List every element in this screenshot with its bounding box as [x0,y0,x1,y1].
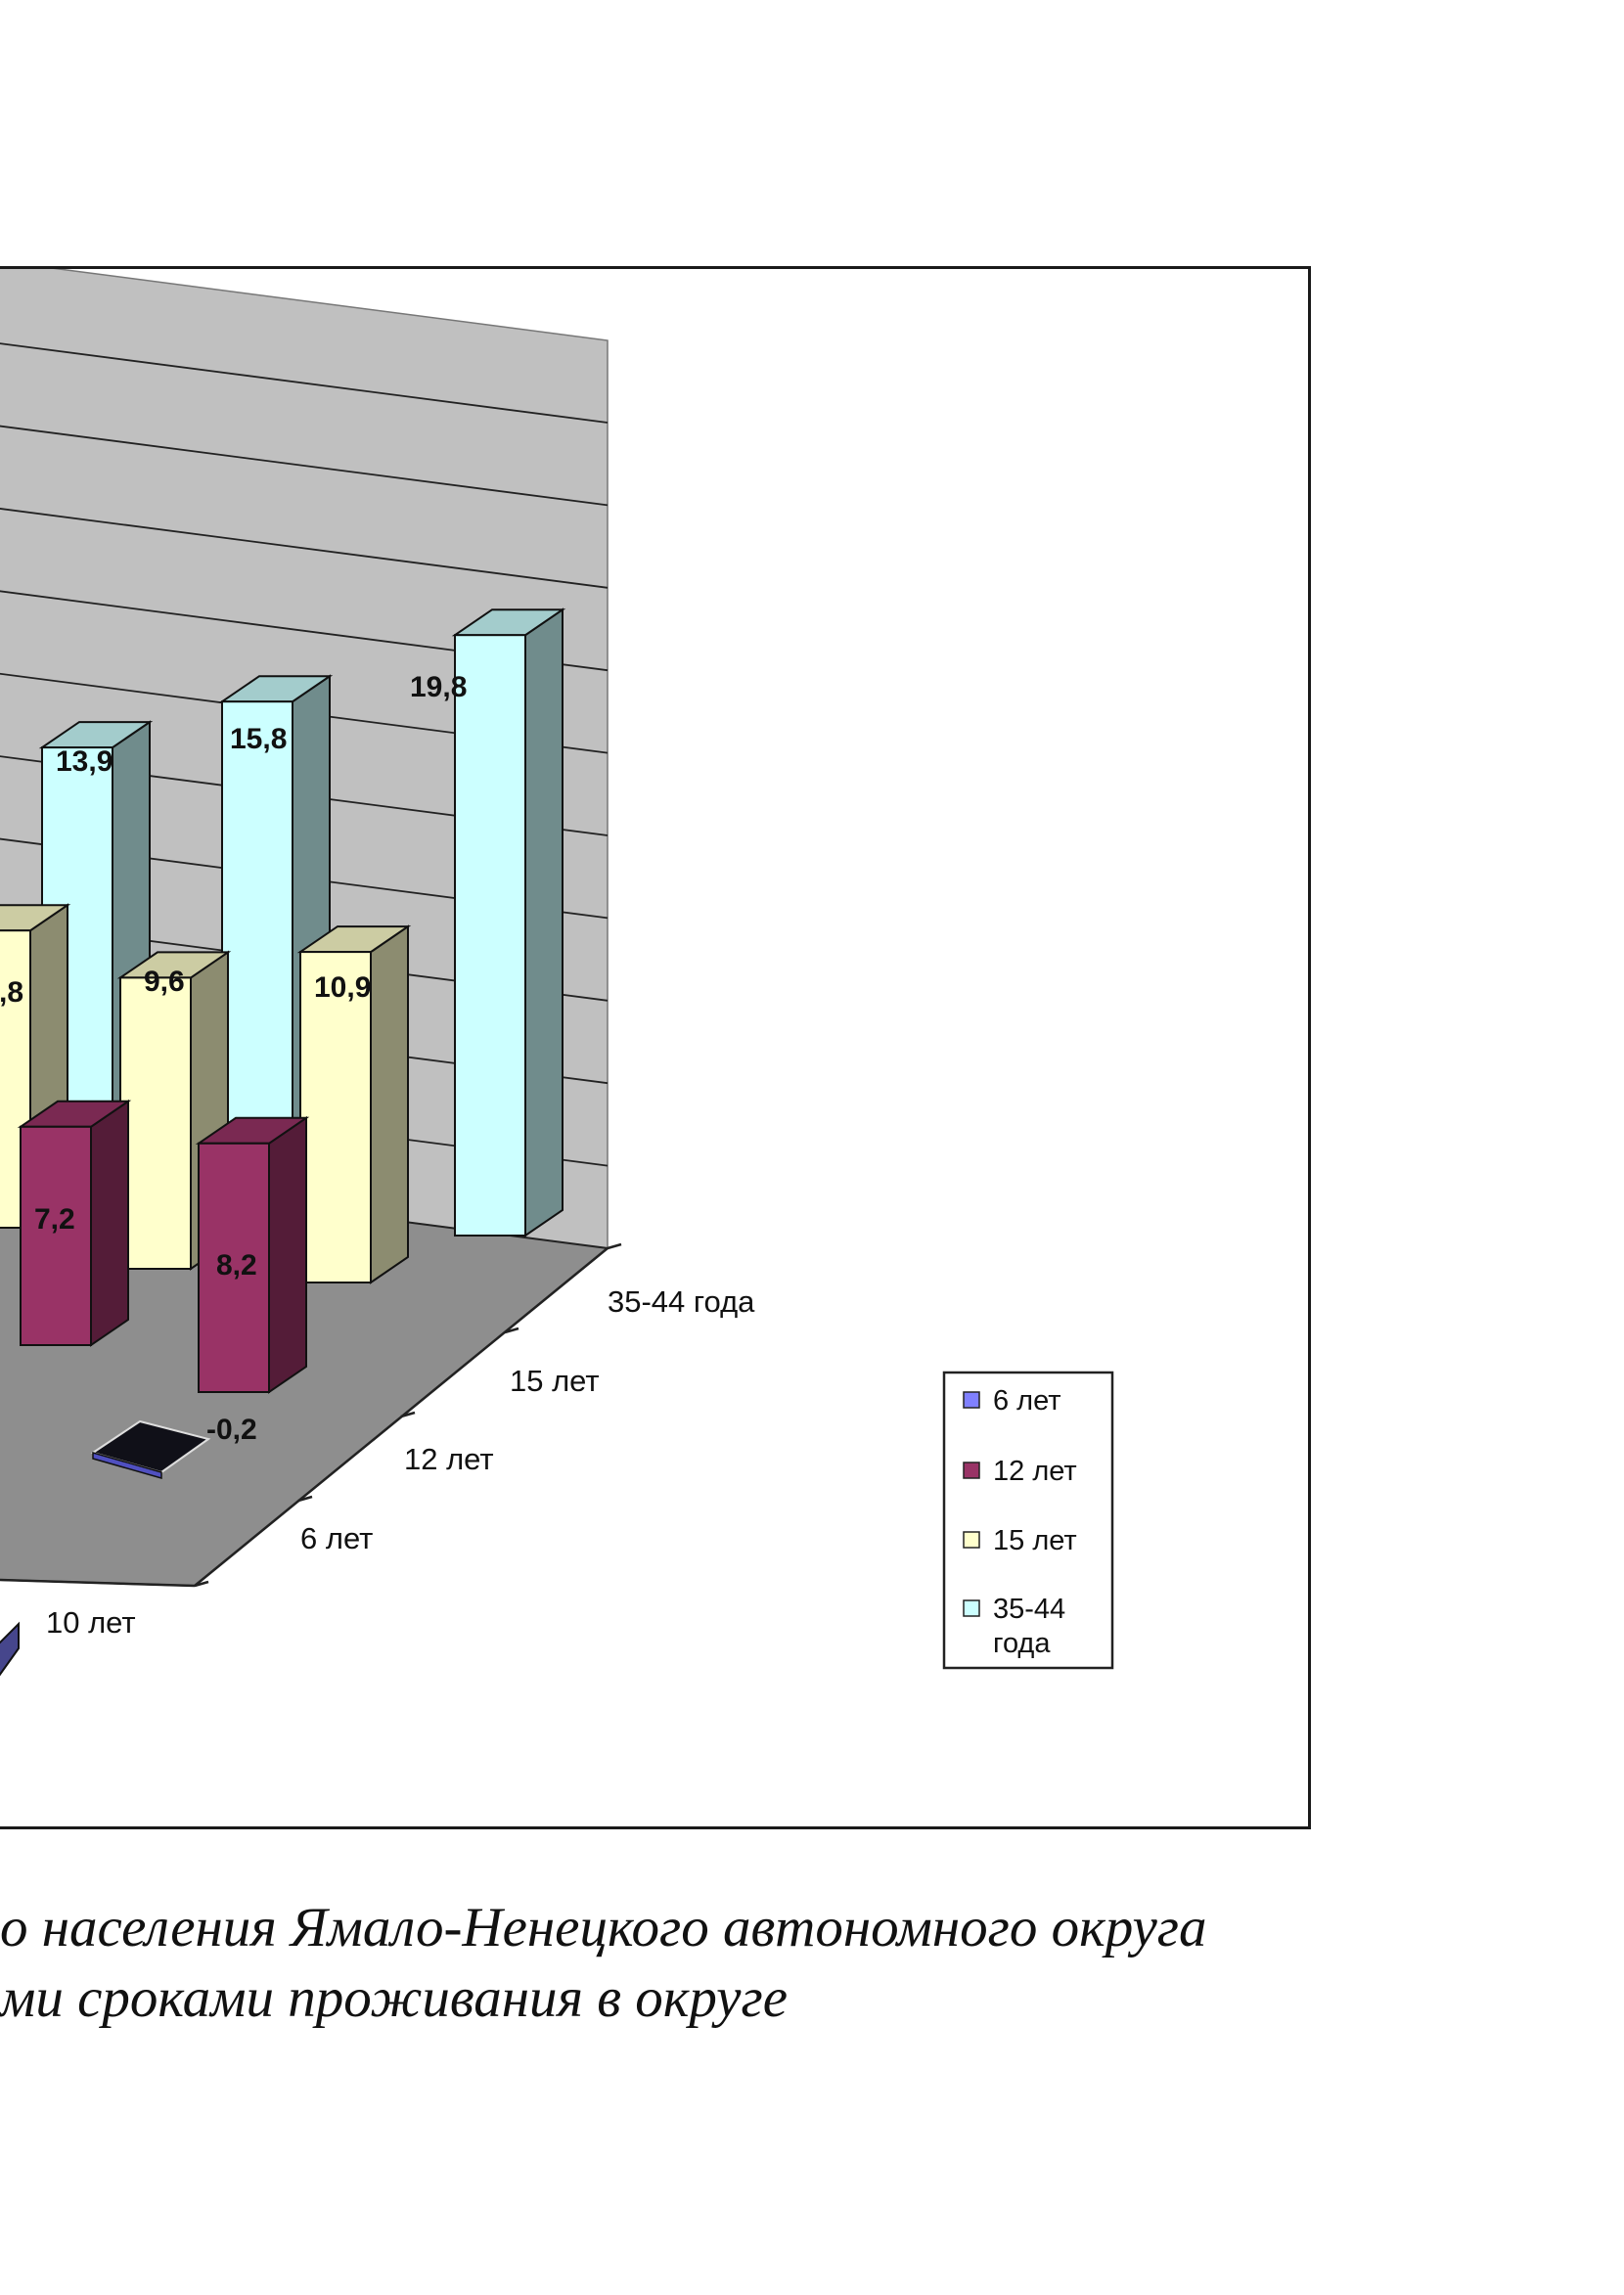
bar-side [0,1621,20,1677]
legend-swatch-35-44 [963,1599,980,1617]
category-label-10: 10 лет [46,1605,136,1640]
legend-swatch-15 [963,1531,980,1549]
depth-axis-ticks [0,1242,622,1588]
bar-negative-front [92,1452,162,1479]
legend-swatch-6 [963,1391,980,1409]
category-axis-line [0,1578,196,1588]
bar-side [268,1115,307,1394]
chart-svg: 13,9 15,8 19,8 ,8 9,6 10,9 7,2 8,2 -0,2 35-44 го… [0,269,1114,1677]
bar-front [198,1142,270,1393]
data-label: 7,2 [34,1203,75,1236]
bar-side [524,608,564,1238]
data-label: 10,9 [314,971,371,1004]
caption-line-1: о населения Ямало-Ненецкого автономного … [0,1897,1207,1958]
data-label: ,8 [0,976,23,1009]
bar-side [370,924,409,1284]
legend-label-35-44: 35-44 [993,1594,1065,1625]
depth-label-12: 12 лет [404,1442,494,1476]
legend-label-6: 6 лет [993,1385,1061,1417]
chart-data-labels: 13,9 15,8 19,8 ,8 9,6 10,9 7,2 8,2 -0,2 [0,671,467,1446]
legend-box [942,1371,1114,1670]
data-label: 19,8 [410,671,467,703]
chart-frame: 13,9 15,8 19,8 ,8 9,6 10,9 7,2 8,2 -0,2 35-44 го… [0,266,1311,1829]
caption-line-2: ми сроками проживания в округе [0,1967,789,2029]
depth-label-15: 15 лет [510,1364,600,1398]
depth-tick [504,1327,519,1334]
legend-swatch-12 [963,1462,980,1479]
depth-label-35-44: 35-44 года [608,1284,755,1319]
chart-bars [0,608,566,1677]
chart-legend: 6 лет 12 лет 15 лет 35-44 года [942,1371,1114,1670]
depth-axis-line [194,1247,609,1587]
figure-caption: о населения Ямало-Ненецкого автономного … [0,1893,1624,2034]
legend-label-35-44-line2: года [993,1628,1051,1659]
data-label: 13,9 [56,745,113,778]
depth-label-6: 6 лет [300,1521,373,1555]
data-label: 9,6 [144,966,185,998]
depth-tick [607,1242,622,1250]
gridline [0,508,609,589]
data-label: -0,2 [206,1414,257,1446]
axis-labels: 35-44 года 15 лет 12 лет 6 лет 10 лет [46,1284,755,1640]
bar-front [20,1125,92,1346]
gridline [0,425,609,507]
legend-label-15: 15 лет [993,1525,1077,1556]
bar-side [90,1099,129,1347]
data-label: 8,2 [216,1249,257,1282]
data-label: 15,8 [230,723,287,755]
depth-tick [194,1580,209,1588]
bar-front [299,951,372,1283]
bar-front [221,700,293,1182]
legend-label-12: 12 лет [993,1456,1077,1487]
bar-front [119,976,192,1271]
gridline [0,342,609,424]
depth-tick [297,1495,313,1503]
depth-tick [400,1411,416,1418]
bar-front [454,634,526,1237]
